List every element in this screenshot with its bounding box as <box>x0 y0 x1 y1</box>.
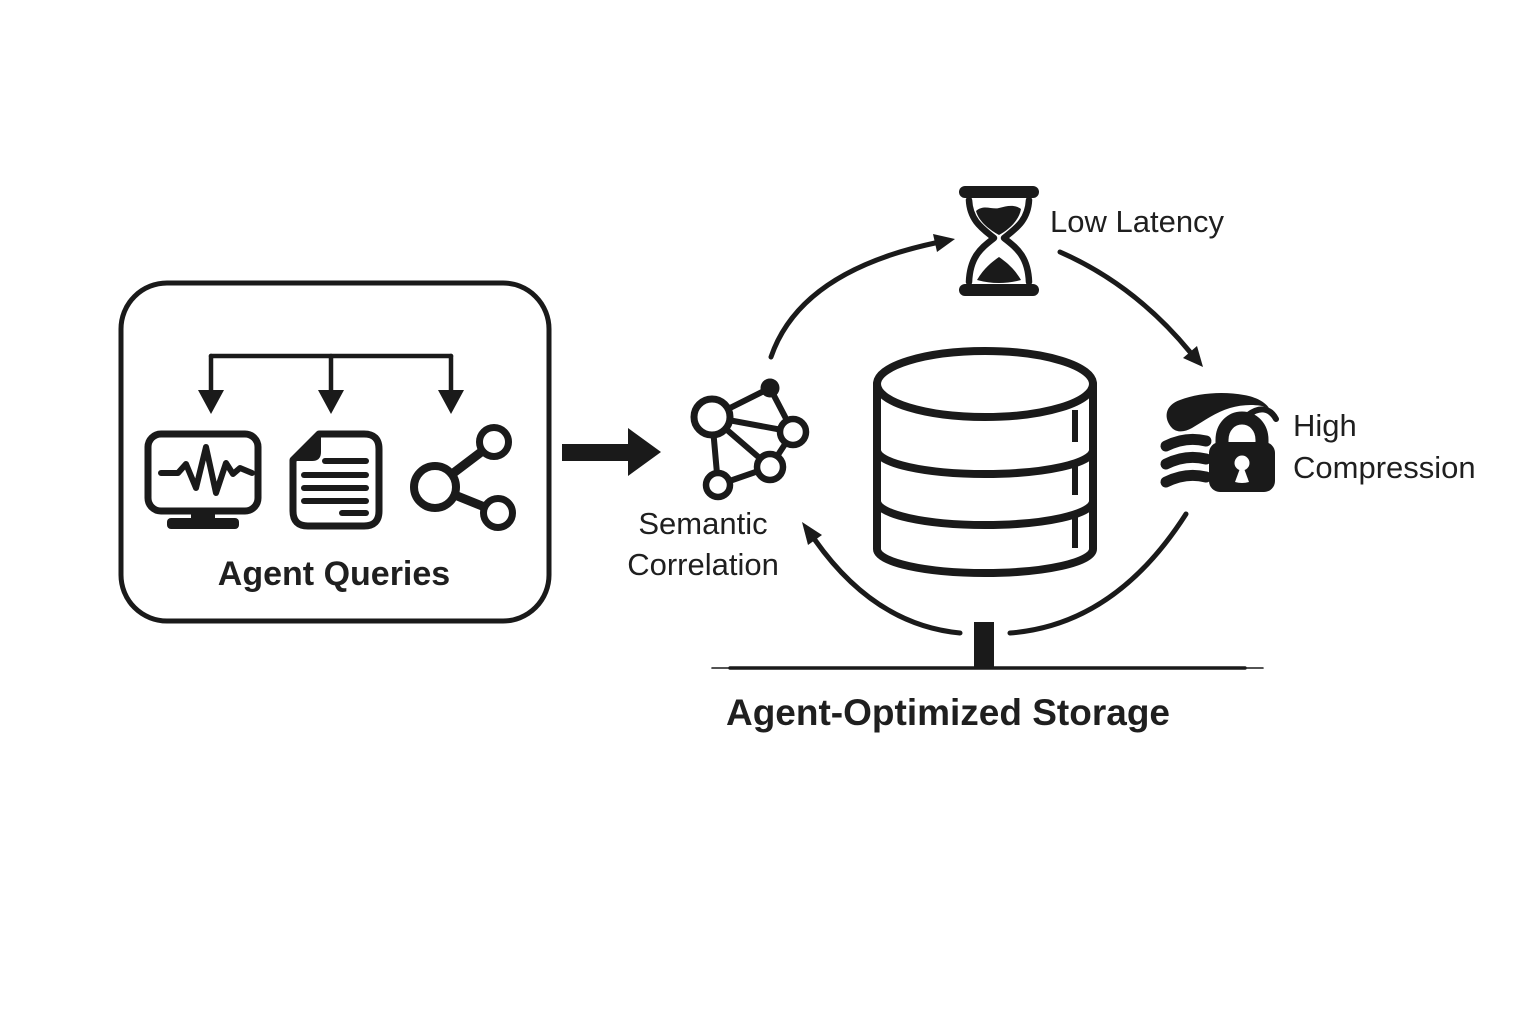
arrowhead-to-semantic-correlation <box>802 522 822 545</box>
monitor-pulse-icon <box>144 430 262 529</box>
database-icon <box>873 347 1097 577</box>
flow-arrow-icon <box>562 428 661 476</box>
hourglass-icon <box>959 186 1039 296</box>
arrowhead-to-low-latency <box>933 234 955 252</box>
agent-queries-label: Agent Queries <box>217 555 451 593</box>
arrowhead-to-high-compression <box>1183 346 1203 367</box>
cycle-arrows <box>768 234 1203 636</box>
graph-network-icon <box>690 378 810 501</box>
high-compression-label: High Compression <box>1293 408 1476 485</box>
semantic-correlation-label: Semantic Correlation <box>627 506 779 582</box>
agent-optimized-storage-label: Agent-Optimized Storage <box>725 692 1171 733</box>
document-icon <box>289 430 383 530</box>
hand-press-lock-icon <box>1160 392 1279 492</box>
share-network-icon <box>410 424 516 531</box>
low-latency-label: Low Latency <box>1050 204 1225 239</box>
storage-baseline <box>711 622 1264 670</box>
fan-out-arrows-icon <box>198 353 464 414</box>
